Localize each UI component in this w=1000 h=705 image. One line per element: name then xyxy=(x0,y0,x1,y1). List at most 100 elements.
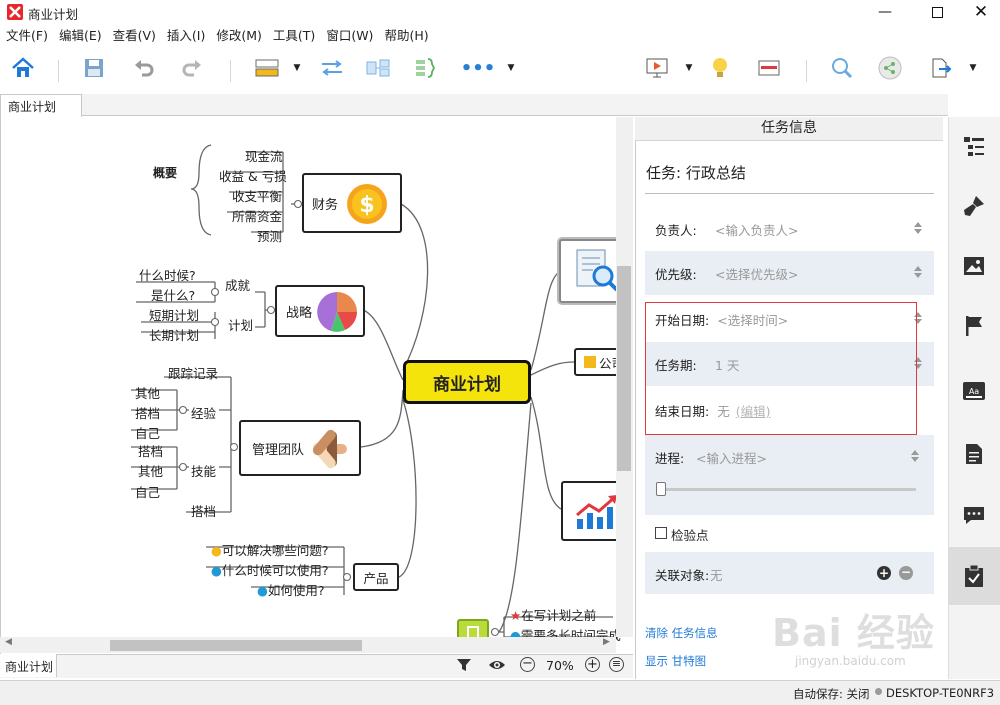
strategy-group[interactable]: 成就 xyxy=(225,278,251,293)
sidebar-style-button[interactable]: Aa xyxy=(948,362,1000,420)
finance-item[interactable]: 现金流 xyxy=(245,149,283,164)
question-icon: ● xyxy=(510,628,521,643)
finance-item[interactable]: 预测 xyxy=(257,229,283,244)
duration-input[interactable]: 1 天 xyxy=(715,357,740,373)
team-item[interactable]: 其他 xyxy=(135,386,161,401)
menu-help[interactable]: 帮助(H) xyxy=(384,28,429,43)
scroll-left-arrow[interactable]: ◀ xyxy=(5,637,12,647)
fit-menu-button[interactable]: ≡ xyxy=(609,657,624,672)
progress-input[interactable]: <输入进程> xyxy=(696,451,767,466)
filter-button[interactable] xyxy=(456,657,472,676)
save-button[interactable] xyxy=(80,54,108,82)
close-window-button[interactable]: ✕ xyxy=(958,0,1000,24)
topic-strategy[interactable]: 战略 xyxy=(275,285,365,337)
horizontal-scroll-thumb[interactable] xyxy=(110,640,362,651)
checkpoint-checkbox[interactable] xyxy=(655,527,667,539)
zoom-out-button[interactable]: − xyxy=(520,657,535,672)
finance-item[interactable]: 所需资金 xyxy=(232,209,283,224)
edit-end-date-link[interactable]: (编辑) xyxy=(735,403,771,419)
home-button[interactable] xyxy=(8,54,38,82)
menu-insert[interactable]: 插入(I) xyxy=(166,28,206,43)
relationship-button[interactable] xyxy=(318,54,346,82)
sidebar-outline-button[interactable] xyxy=(948,117,1000,175)
remove-related-button[interactable]: − xyxy=(899,566,913,580)
sidebar-format-button[interactable] xyxy=(948,177,1000,235)
search-button[interactable] xyxy=(828,54,856,82)
finance-item[interactable]: 收支平衡 xyxy=(232,189,283,204)
menu-file[interactable]: 文件(F) xyxy=(6,28,48,43)
timeline-item[interactable]: ★在写计划之前 xyxy=(510,605,596,624)
sheet-tab[interactable]: 商业计划 xyxy=(0,654,57,677)
team-item[interactable]: 搭档 xyxy=(138,444,164,459)
maximize-button[interactable] xyxy=(914,0,960,24)
strategy-item[interactable]: 长期计划 xyxy=(149,328,200,343)
sidebar-image-button[interactable] xyxy=(948,237,1000,295)
menu-window[interactable]: 窗口(W) xyxy=(326,28,374,43)
central-topic[interactable]: 商业计划 xyxy=(403,360,531,404)
start-date-input[interactable]: <选择时间> xyxy=(717,312,789,328)
callout-button[interactable] xyxy=(364,54,392,82)
topic-product[interactable]: 产品 xyxy=(353,563,399,591)
strategy-item[interactable]: 是什么? xyxy=(151,288,196,303)
menu-modify[interactable]: 修改(M) xyxy=(216,28,262,43)
topic-team[interactable]: 管理团队 xyxy=(239,420,361,476)
autosave-status[interactable]: 自动保存: 关闭 xyxy=(793,687,870,701)
assignee-input[interactable]: <输入负责人> xyxy=(715,222,799,238)
team-experience[interactable]: 经验 xyxy=(191,406,217,421)
undo-button[interactable] xyxy=(130,54,158,82)
product-item[interactable]: ●如何使用? xyxy=(257,580,325,599)
team-partner[interactable]: 搭档 xyxy=(191,504,217,519)
menu-tools[interactable]: 工具(T) xyxy=(272,28,316,43)
export-button[interactable] xyxy=(926,54,954,82)
share-button[interactable] xyxy=(876,54,904,82)
sidebar-marker-button[interactable] xyxy=(948,297,1000,355)
tab-document[interactable]: 商业计划 xyxy=(0,94,82,117)
field-priority[interactable]: 优先级: <选择优先级> xyxy=(645,251,934,295)
field-start-date[interactable]: 开始日期: <选择时间> xyxy=(645,297,934,341)
view-toggle-button[interactable] xyxy=(488,657,506,676)
insert-topic-button[interactable] xyxy=(252,54,282,82)
menu-view[interactable]: 查看(V) xyxy=(112,28,156,43)
strategy-item[interactable]: 短期计划 xyxy=(149,308,200,323)
more-button[interactable]: ••• xyxy=(461,54,496,82)
field-duration[interactable]: 任务期: 1 天 xyxy=(645,342,934,386)
team-record[interactable]: 跟踪记录 xyxy=(168,366,219,381)
export-dropdown[interactable]: ▼ xyxy=(966,54,980,82)
progress-slider-thumb[interactable] xyxy=(656,482,666,496)
team-item[interactable]: 搭档 xyxy=(135,406,161,421)
priority-select[interactable]: <选择优先级> xyxy=(715,266,799,282)
product-item[interactable]: ●可以解决哪些问题? xyxy=(211,540,329,559)
team-item[interactable]: 其他 xyxy=(138,464,164,479)
finance-summary[interactable]: 概要 xyxy=(153,166,178,180)
zoom-in-button[interactable]: + xyxy=(585,657,600,672)
presentation-button[interactable] xyxy=(642,54,672,82)
redo-button[interactable] xyxy=(178,54,206,82)
mind-map-canvas[interactable]: 商业计划 财务 $ 概要 现金流 收益 & 亏损 收支平衡 所需资金 预测 战略… xyxy=(0,117,633,654)
field-assignee[interactable]: 负责人: <输入负责人> xyxy=(645,207,934,251)
clear-task-info-link[interactable]: 清除 任务信息 xyxy=(645,626,718,640)
summary-button[interactable] xyxy=(412,54,440,82)
sidebar-comments-button[interactable] xyxy=(948,486,1000,544)
show-gantt-link[interactable]: 显示 甘特图 xyxy=(645,654,707,668)
team-skills[interactable]: 技能 xyxy=(191,464,217,479)
vertical-scroll-thumb[interactable] xyxy=(617,266,631,471)
menu-edit[interactable]: 编辑(E) xyxy=(58,28,102,43)
product-item[interactable]: ●什么时候可以使用? xyxy=(211,560,329,579)
team-item[interactable]: 自己 xyxy=(135,426,161,441)
presentation-dropdown[interactable]: ▼ xyxy=(682,54,696,82)
strategy-item[interactable]: 什么时候? xyxy=(139,268,196,283)
topic-finance[interactable]: 财务 $ xyxy=(302,173,402,233)
strategy-group[interactable]: 计划 xyxy=(228,318,254,333)
sidebar-task-button[interactable] xyxy=(948,547,1000,605)
minimize-button[interactable]: — xyxy=(862,0,908,24)
sidebar-notes-button[interactable] xyxy=(948,425,1000,483)
gantt-button[interactable] xyxy=(755,54,783,82)
team-item[interactable]: 自己 xyxy=(135,485,161,500)
finance-item[interactable]: 收益 & 亏损 xyxy=(219,169,287,184)
more-dropdown[interactable]: ▼ xyxy=(504,54,518,82)
brainstorm-button[interactable] xyxy=(706,54,734,82)
scroll-right-arrow[interactable]: ▶ xyxy=(603,637,610,647)
add-related-button[interactable]: + xyxy=(877,566,891,580)
progress-slider-track[interactable] xyxy=(660,488,916,491)
insert-topic-dropdown[interactable]: ▼ xyxy=(290,54,304,82)
